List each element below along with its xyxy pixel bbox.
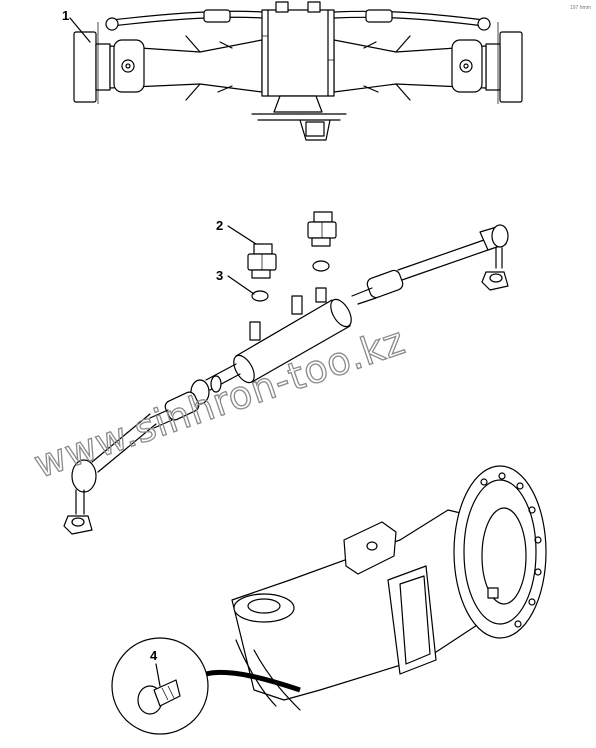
hydraulic-fitting [247, 243, 277, 279]
axle-assembly-top-view [73, 1, 523, 141]
callout-3: 3 [216, 268, 223, 283]
watermark: www.sinhron-too.kz [29, 318, 411, 486]
steering-cylinder-exploded [63, 224, 509, 535]
callout-4: 4 [150, 648, 158, 663]
sealing-ring-second [312, 260, 330, 272]
corner-mark: 197 hmm [570, 5, 591, 11]
hydraulic-fitting-second [307, 211, 337, 247]
callout-2: 2 [216, 218, 223, 233]
axle-housing [231, 465, 547, 711]
callout-1: 1 [62, 8, 69, 23]
sealing-ring [251, 290, 269, 302]
